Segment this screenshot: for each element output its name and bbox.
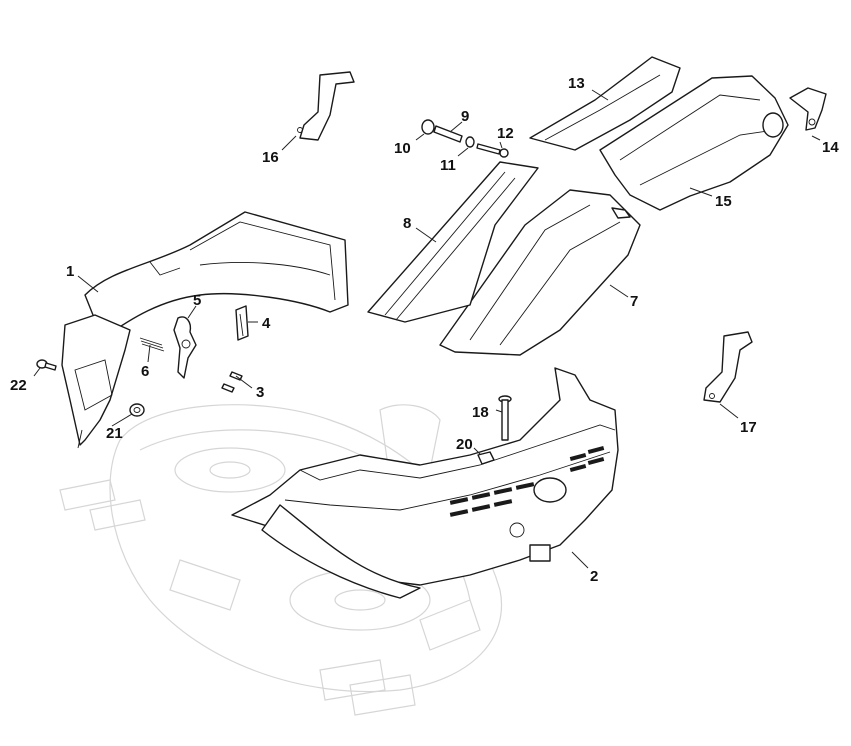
part-4-clip <box>235 305 249 341</box>
callout-10: 10 <box>394 140 411 157</box>
part-6-spring <box>139 337 165 352</box>
part-15-rear-chute <box>599 75 789 211</box>
part-12-bolt <box>476 143 509 158</box>
callout-7: 7 <box>630 293 638 310</box>
part-18-bolt <box>498 395 512 441</box>
callout-21: 21 <box>106 425 123 442</box>
part-20-nut <box>477 451 495 465</box>
part-22-screw <box>36 359 57 371</box>
callout-1: 1 <box>66 263 74 280</box>
part-11-washer <box>465 136 475 148</box>
callout-labels: 1 2 3 4 5 6 7 8 9 10 11 12 13 14 15 16 1… <box>10 75 839 585</box>
callout-6: 6 <box>141 363 149 380</box>
leader-lines <box>33 89 821 569</box>
part-21-washer <box>129 403 145 417</box>
part-10-bushing <box>421 119 435 135</box>
callout-11: 11 <box>440 157 456 174</box>
part-5-lever <box>173 316 197 379</box>
callout-15: 15 <box>715 193 732 210</box>
callout-22: 22 <box>10 377 27 394</box>
part-8-hinge-strip <box>367 161 539 323</box>
part-14-clip <box>789 87 827 131</box>
part-2-front-cover <box>231 367 619 599</box>
callout-9: 9 <box>461 108 469 125</box>
part-7-chute-panel <box>439 189 641 356</box>
callout-4: 4 <box>262 315 271 332</box>
part-13-upper-flap <box>529 56 681 151</box>
part-1-left-cover <box>61 211 349 449</box>
callout-12: 12 <box>497 125 514 142</box>
callout-13: 13 <box>568 75 585 92</box>
part-3-screws <box>221 371 243 393</box>
callout-17: 17 <box>740 419 757 436</box>
part-17-bracket <box>703 331 753 403</box>
callout-8: 8 <box>403 215 411 232</box>
callout-20: 20 <box>456 436 473 453</box>
callout-16: 16 <box>262 149 279 166</box>
part-16-bracket <box>297 71 355 141</box>
vent-slots <box>449 445 605 517</box>
callout-18: 18 <box>472 404 489 421</box>
callout-5: 5 <box>193 292 201 309</box>
callout-3: 3 <box>256 384 264 401</box>
callout-2: 2 <box>590 568 598 585</box>
callout-14: 14 <box>822 139 839 156</box>
part-9-pin <box>433 125 463 143</box>
